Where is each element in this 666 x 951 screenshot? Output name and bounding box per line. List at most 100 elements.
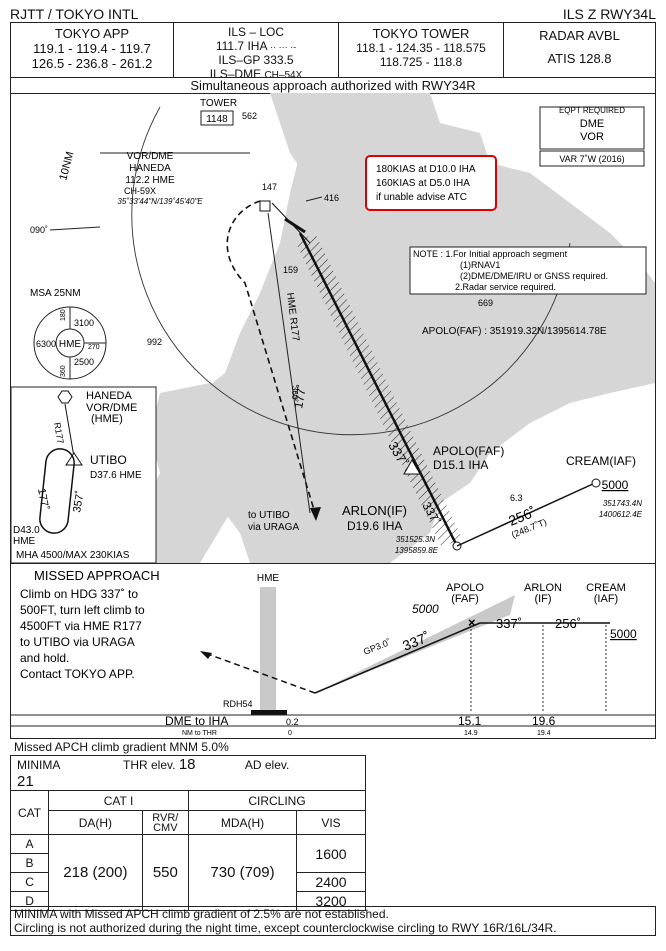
profile-hme: HME bbox=[257, 573, 280, 584]
missed-line-6: Contact TOKYO APP. bbox=[20, 667, 135, 681]
apolo-coordinate: APOLO(FAF) : 351919.32N/1395614.78E bbox=[422, 326, 607, 337]
radial-360: 360˚ bbox=[290, 386, 299, 402]
svg-text:(IF): (IF) bbox=[534, 593, 551, 605]
profile-crs256: 256˚ bbox=[555, 616, 581, 631]
obstacle-147: 147 bbox=[262, 182, 277, 192]
procedure-title: ILS Z RWY34L bbox=[562, 6, 656, 22]
cream-fix-icon bbox=[591, 478, 601, 488]
inset-mha: MHA 4500/MAX 230KIAS bbox=[16, 550, 130, 561]
vis-c: 2400 bbox=[296, 872, 366, 892]
simultaneous-banner: Simultaneous approach authorized with RW… bbox=[10, 77, 656, 94]
note-2: (1)RNAV1 bbox=[460, 260, 500, 270]
vor-freq: 112.2 HME bbox=[125, 175, 175, 186]
arlon-lat: 351525.3N bbox=[396, 535, 435, 544]
eqpt-dme: DME bbox=[580, 118, 604, 130]
peninsula-area bbox=[140, 383, 240, 563]
tower-label: TOWER bbox=[200, 98, 237, 109]
obstacle-159: 159 bbox=[283, 265, 298, 275]
inset-haneda: HANEDA bbox=[86, 390, 133, 402]
frequency-box: TOKYO APP 119.1 - 119.4 - 119.7 126.5 - … bbox=[10, 22, 656, 81]
vor-channel: CH-59X bbox=[124, 186, 156, 196]
missed-line-4: to UTIBO via URAGA bbox=[20, 635, 135, 649]
inset-d430: D43.0 bbox=[13, 525, 40, 536]
missed-line-2: 500FT, turn left climb to bbox=[20, 603, 145, 617]
profile-view: MISSED APPROACH Climb on HDG 337˚ to 500… bbox=[10, 563, 656, 739]
speed-limit-3: if unable advise ATC bbox=[376, 192, 467, 203]
radial-090: 090˚ bbox=[30, 225, 48, 235]
inset-r177: R177 bbox=[52, 422, 66, 445]
glidepath bbox=[314, 622, 481, 694]
tower-elevation: 1148 bbox=[206, 114, 228, 125]
inset-d430-hme: HME bbox=[13, 536, 36, 547]
svg-text:CREAM: CREAM bbox=[586, 582, 626, 594]
svg-text:(IAF): (IAF) bbox=[594, 593, 618, 605]
arlon-distance: D19.6 IHA bbox=[347, 519, 402, 533]
apolo-distance: D15.1 IHA bbox=[433, 458, 488, 472]
note-3: (2)DME/DME/IRU or GNSS required. bbox=[460, 271, 608, 281]
svg-text:19.4: 19.4 bbox=[537, 730, 551, 737]
svg-text:(FAF): (FAF) bbox=[451, 593, 479, 605]
gradient-note: Missed APCH climb gradient MNM 5.0% bbox=[14, 740, 229, 754]
vor-title: VOR/DME bbox=[127, 151, 174, 162]
mda-value: 730 (709) bbox=[187, 834, 298, 911]
segment-distance: 6.3 bbox=[510, 493, 523, 503]
missed-line-5: and hold. bbox=[20, 651, 69, 665]
holding-pattern bbox=[39, 448, 75, 534]
tower-freq: TOKYO TOWER 118.1 - 124.35 - 118.575 118… bbox=[339, 23, 504, 77]
rvr-value: 550 bbox=[141, 834, 189, 911]
msa-center: HME bbox=[59, 339, 82, 350]
radar-freq: RADAR AVBL ATIS 128.8 bbox=[539, 28, 620, 66]
missed-line-1: Climb on HDG 337˚ to bbox=[20, 587, 138, 601]
obstacle-562: 562 bbox=[242, 111, 257, 121]
note-1: NOTE : 1.For Initial approach segment bbox=[413, 249, 568, 259]
vor-dme-icon bbox=[259, 200, 271, 212]
rdh: RDH54 bbox=[223, 699, 253, 709]
svg-text:15.1: 15.1 bbox=[458, 714, 482, 728]
svg-text:180: 180 bbox=[60, 309, 67, 321]
msa-diagram: HME MSA 25NM 3100 6300 2500 180 270 360 bbox=[30, 288, 107, 380]
footer-notes: MINIMA with Missed APCH climb gradient o… bbox=[10, 906, 656, 936]
da-value: 218 (200) bbox=[48, 834, 143, 911]
obstacle-669: 669 bbox=[478, 298, 493, 308]
msa-sector-1: 3100 bbox=[74, 318, 94, 328]
to-utibo: to UTIBO bbox=[248, 510, 290, 521]
minima-table: MINIMA THR elev. 18 AD elev. 21 CAT CAT … bbox=[9, 755, 367, 911]
ils-freq: ILS – LOC 111.7 IHA ·· ··· ·- ILS–GP 333… bbox=[174, 23, 339, 81]
vor-name: HANEDA bbox=[129, 163, 171, 174]
magnetic-variation: VAR 7˚W (2016) bbox=[559, 154, 624, 164]
eqpt-vor: VOR bbox=[580, 131, 604, 143]
inset-crs357: 357˚ bbox=[71, 490, 87, 514]
missed-line-3: 4500FT via HME R177 bbox=[20, 619, 142, 633]
svg-text:APOLO: APOLO bbox=[446, 582, 484, 594]
svg-text:0.2: 0.2 bbox=[286, 717, 299, 727]
eqpt-title: EQPT REQUIRED bbox=[559, 106, 625, 115]
airport-title: RJTT / TOKYO INTL bbox=[10, 6, 139, 22]
final-approach-course bbox=[298, 232, 459, 547]
svg-text:360: 360 bbox=[60, 365, 67, 377]
msa-title: MSA 25NM bbox=[30, 288, 81, 299]
msa-sector-3: 2500 bbox=[74, 357, 94, 367]
radial-177: 177˚ bbox=[291, 383, 309, 409]
initial-segment bbox=[456, 482, 596, 547]
cream-label: CREAM(IAF) bbox=[566, 454, 636, 468]
cream-profile-altitude: 5000 bbox=[610, 627, 637, 641]
faf-marker: × bbox=[468, 615, 476, 630]
cream-lat: 351743.4N bbox=[603, 499, 642, 508]
msa-sector-2: 6300 bbox=[36, 339, 56, 349]
svg-text:270: 270 bbox=[88, 344, 100, 351]
dme-to-iha: DME to IHA bbox=[165, 714, 228, 728]
vor-coordinate: 35˚33'44"N/139˚45'40"E bbox=[117, 197, 203, 206]
obstacle-416: 416 bbox=[324, 193, 339, 203]
via-uraga: via URAGA bbox=[248, 522, 299, 533]
inset-crs177: 177˚ bbox=[35, 487, 51, 511]
cream-altitude: 5000 bbox=[602, 478, 629, 492]
10nm-circle bbox=[131, 106, 571, 436]
profile-crs337: 337˚ bbox=[496, 616, 522, 631]
missed-approach-path bbox=[226, 200, 316, 514]
utibo-distance: D37.6 HME bbox=[90, 470, 142, 481]
morse-icon: ·· ··· ·- bbox=[270, 42, 297, 52]
approach-freq: TOKYO APP 119.1 - 119.4 - 119.7 126.5 - … bbox=[11, 23, 174, 77]
speed-limit-2: 160KIAS at D5.0 IHA bbox=[376, 178, 470, 189]
plan-view: HME MSA 25NM 3100 6300 2500 180 270 360 … bbox=[10, 93, 656, 564]
svg-text:14.9: 14.9 bbox=[464, 730, 478, 737]
